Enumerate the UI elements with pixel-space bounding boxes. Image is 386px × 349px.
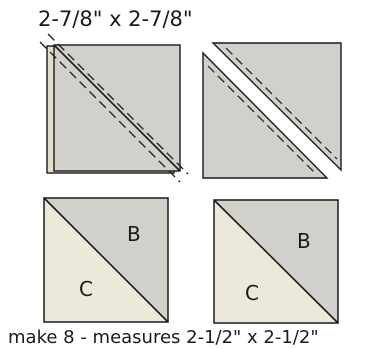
lower-triangle	[202, 51, 329, 179]
lower-triangle-seam	[207, 65, 316, 174]
stacked-squares	[39, 33, 189, 183]
upper-triangle-seam	[225, 47, 338, 160]
label-b: B	[297, 229, 311, 253]
cut-line	[53, 44, 181, 172]
block-diagonal	[43, 197, 169, 323]
finished-block-left: B C	[43, 197, 169, 323]
finished-block-right: B C	[213, 199, 339, 324]
block-outline	[213, 199, 339, 324]
sewing-line-upper	[47, 33, 189, 175]
label-c: C	[245, 281, 259, 305]
label-c: C	[79, 277, 93, 301]
cut-triangles	[202, 42, 342, 179]
upper-triangle	[211, 42, 342, 172]
label-b: B	[127, 222, 141, 246]
block-outline	[43, 197, 169, 323]
caption: make 8 - measures 2-1/2" x 2-1/2"	[8, 327, 319, 348]
diagram-title: 2-7/8" x 2-7/8"	[38, 7, 193, 31]
sewing-line-lower	[39, 41, 181, 183]
block-diagonal	[213, 199, 339, 324]
